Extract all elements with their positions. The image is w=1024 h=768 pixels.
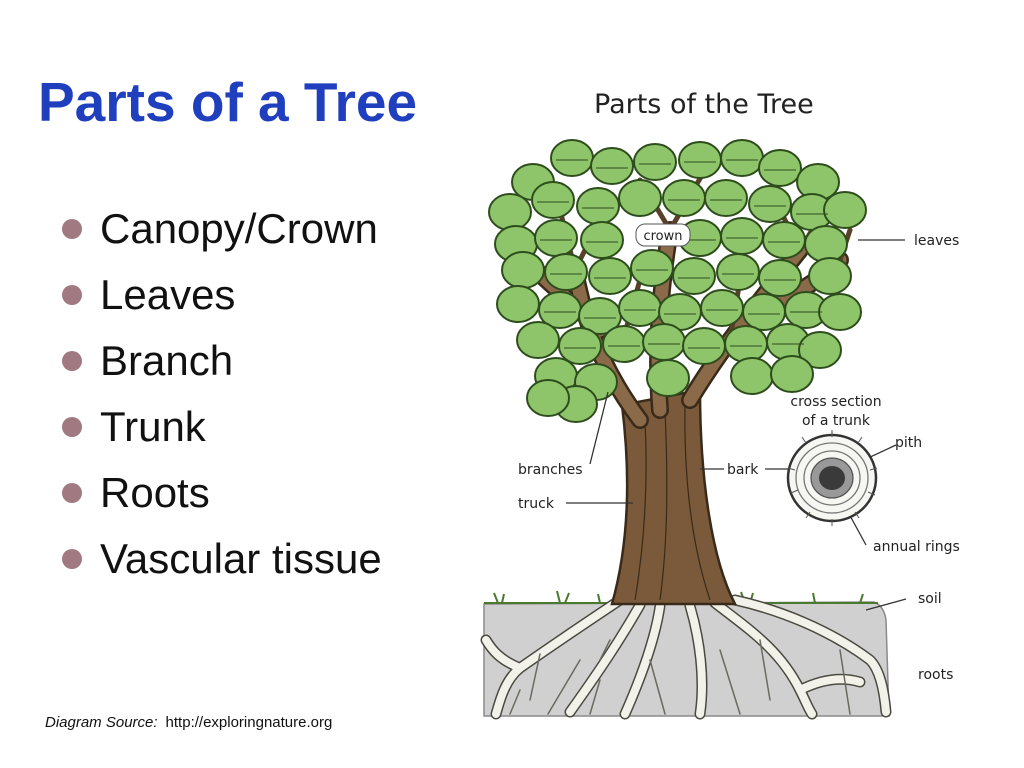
- bullet-item: Trunk: [62, 394, 382, 460]
- slide-title: Parts of a Tree: [38, 71, 418, 133]
- bullet-dot-icon: [62, 285, 82, 305]
- label-bark: bark: [727, 462, 759, 478]
- label-annual-rings: annual rings: [873, 539, 960, 555]
- bullet-text: Branch: [100, 337, 234, 384]
- diagram-title: Parts of the Tree: [594, 89, 814, 120]
- label-pith: pith: [895, 435, 922, 451]
- bullet-dot-icon: [62, 483, 82, 503]
- label-crown: crown: [643, 229, 682, 244]
- bullet-item: Canopy/Crown: [62, 196, 382, 262]
- source-url[interactable]: http://exploringnature.org: [165, 714, 333, 731]
- diagram-source: Diagram Source: http://exploringnature.or…: [45, 714, 332, 731]
- bullet-item: Branch: [62, 328, 382, 394]
- bullet-list: Canopy/Crown Leaves Branch Trunk Roots V…: [62, 196, 382, 592]
- soil-band: [483, 601, 890, 717]
- leaf-veins: [537, 159, 828, 349]
- bullet-item: Roots: [62, 460, 382, 526]
- bullet-dot-icon: [62, 417, 82, 437]
- bullet-dot-icon: [62, 549, 82, 569]
- bullet-text: Roots: [100, 469, 210, 516]
- bullet-item: Vascular tissue: [62, 526, 382, 592]
- label-roots: roots: [918, 667, 953, 683]
- label-leaves: leaves: [914, 233, 959, 249]
- bark-texture: [634, 404, 711, 601]
- bullet-text: Vascular tissue: [100, 535, 382, 582]
- tree-roots: [480, 594, 892, 720]
- label-truck: truck: [518, 496, 555, 512]
- bullet-text: Canopy/Crown: [100, 205, 378, 252]
- label-soil: soil: [918, 591, 942, 607]
- bullet-dot-icon: [62, 219, 82, 239]
- label-cross-section: cross section: [790, 394, 881, 410]
- crown-label-bg: [635, 223, 691, 247]
- tree-trunk: [610, 388, 738, 606]
- tree-diagram: Parts of the Tree: [480, 89, 960, 720]
- label-branches: branches: [518, 462, 583, 478]
- bullet-text: Leaves: [100, 271, 236, 318]
- source-label: Diagram Source:: [45, 714, 158, 731]
- bullet-text: Trunk: [100, 403, 206, 450]
- tree-leaves: [488, 139, 867, 423]
- bullet-item: Leaves: [62, 262, 382, 328]
- label-of-a-trunk: of a trunk: [802, 413, 871, 429]
- bullet-dot-icon: [62, 351, 82, 371]
- trunk-cross-section: [786, 430, 878, 526]
